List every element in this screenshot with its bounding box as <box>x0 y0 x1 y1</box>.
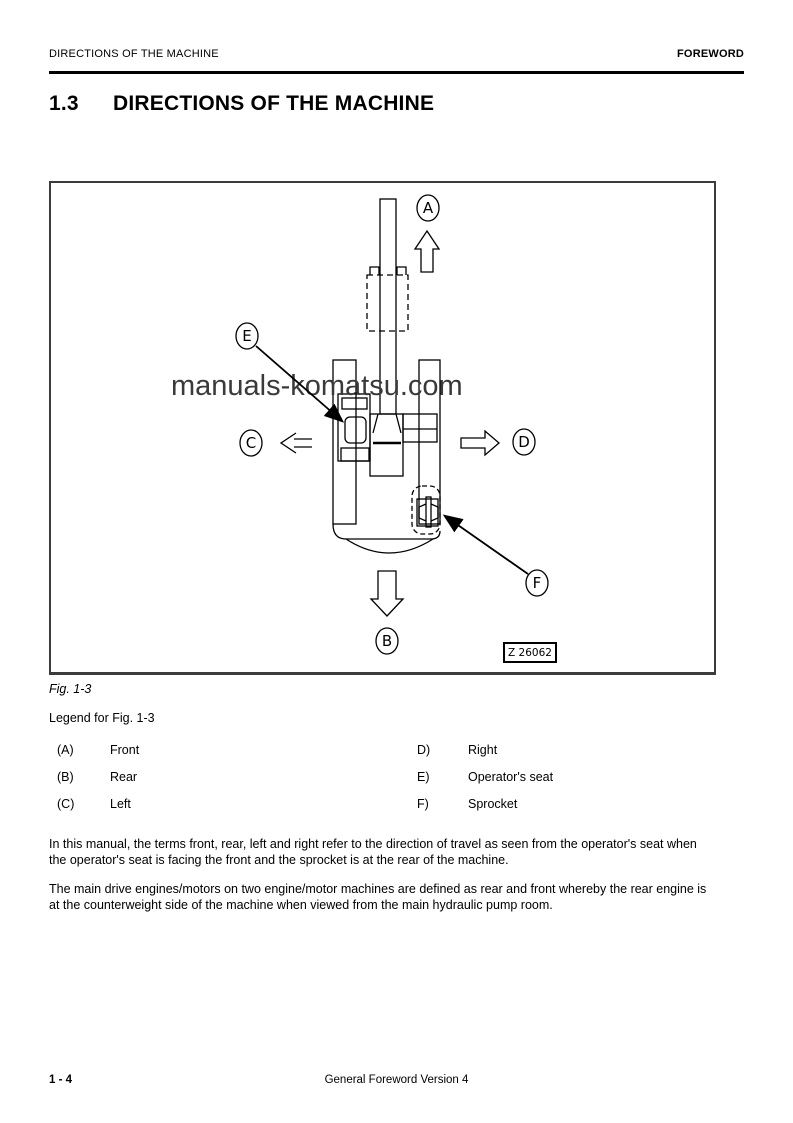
legend-key: (C) <box>57 797 75 811</box>
body-bottom-outline <box>332 523 441 540</box>
legend-item-e: E) Operator's seat <box>417 770 553 797</box>
drawing-code-box <box>503 642 557 663</box>
legend-key: (A) <box>57 743 74 757</box>
cab-rear-panel <box>340 447 370 462</box>
section-title: 1.3 DIRECTIONS OF THE MACHINE <box>49 92 434 116</box>
counterweight-arc <box>345 538 434 554</box>
label-d: D <box>518 433 530 451</box>
label-c: C <box>246 434 256 452</box>
footer-center: General Foreword Version 4 <box>324 1074 469 1086</box>
legend-item-d: D) Right <box>417 743 553 770</box>
drawing-code: Z 26062 <box>508 647 552 659</box>
seat-leader-line <box>255 345 345 423</box>
left-direction-arrow <box>279 432 312 454</box>
section-number: 1.3 <box>49 92 79 115</box>
legend-item-c: (C) Left <box>57 797 139 824</box>
label-b-circle <box>375 627 399 655</box>
sprocket-leader-line <box>442 514 529 575</box>
label-f: F <box>533 574 542 592</box>
rear-direction-arrow <box>369 570 405 617</box>
sprocket-flanges <box>418 503 439 522</box>
front-direction-arrow <box>413 229 441 273</box>
legend-item-a: (A) Front <box>57 743 139 770</box>
sprocket-housing <box>411 485 441 535</box>
section-title-text: DIRECTIONS OF THE MACHINE <box>113 92 435 115</box>
operator-seat <box>344 416 367 444</box>
left-track <box>332 359 357 525</box>
cab-outline <box>337 393 371 462</box>
body-paragraph-1: In this manual, the terms front, rear, l… <box>49 837 697 867</box>
label-b: B <box>382 632 392 650</box>
legend-label: Right <box>468 743 498 757</box>
bucket-teeth <box>369 266 407 275</box>
legend-key: E) <box>417 770 430 784</box>
legend-column-right: D) Right E) Operator's seat F) Sprocket <box>417 743 553 824</box>
legend-key: F) <box>417 797 429 811</box>
running-header-section: DIRECTIONS OF THE MACHINE <box>49 48 219 60</box>
boom-foot <box>372 413 402 434</box>
sprocket-frame <box>416 498 439 527</box>
cab-window <box>341 397 368 410</box>
label-a: A <box>423 199 434 217</box>
label-a-circle <box>416 194 440 222</box>
figure-caption: Fig. 1-3 <box>49 682 92 696</box>
legend-label: Rear <box>110 770 138 784</box>
running-header-book: FOREWORD <box>677 48 744 60</box>
legend-key: (B) <box>57 770 74 784</box>
legend-label: Front <box>110 743 140 757</box>
legend-column-left: (A) Front (B) Rear (C) Left <box>57 743 139 824</box>
watermark-text: manuals-komatsu.com <box>171 370 463 402</box>
engine-box <box>402 413 438 443</box>
label-c-circle <box>239 429 263 457</box>
figure-1-3: manuals-komatsu.com <box>49 181 716 675</box>
label-e-circle <box>235 322 259 350</box>
legend-heading: Legend for Fig. 1-3 <box>49 711 155 725</box>
boom-mount <box>369 413 404 477</box>
label-f-circle <box>525 569 549 597</box>
header-rule <box>49 71 744 74</box>
body-paragraph-2: The main drive engines/motors on two eng… <box>49 882 707 912</box>
sprocket-hub <box>425 496 432 528</box>
machine-direction-diagram: manuals-komatsu.com <box>171 194 557 663</box>
legend-label: Operator's seat <box>468 770 554 784</box>
label-d-circle <box>512 428 536 456</box>
footer-page-number: 1 - 4 <box>49 1074 73 1086</box>
legend-item-b: (B) Rear <box>57 770 139 797</box>
legend-label: Sprocket <box>468 797 518 811</box>
legend-key: D) <box>417 743 431 757</box>
legend-item-f: F) Sprocket <box>417 797 553 824</box>
label-e: E <box>242 327 251 345</box>
legend-label: Left <box>110 797 131 811</box>
bucket-outline <box>366 274 409 332</box>
right-direction-arrow <box>460 429 500 457</box>
